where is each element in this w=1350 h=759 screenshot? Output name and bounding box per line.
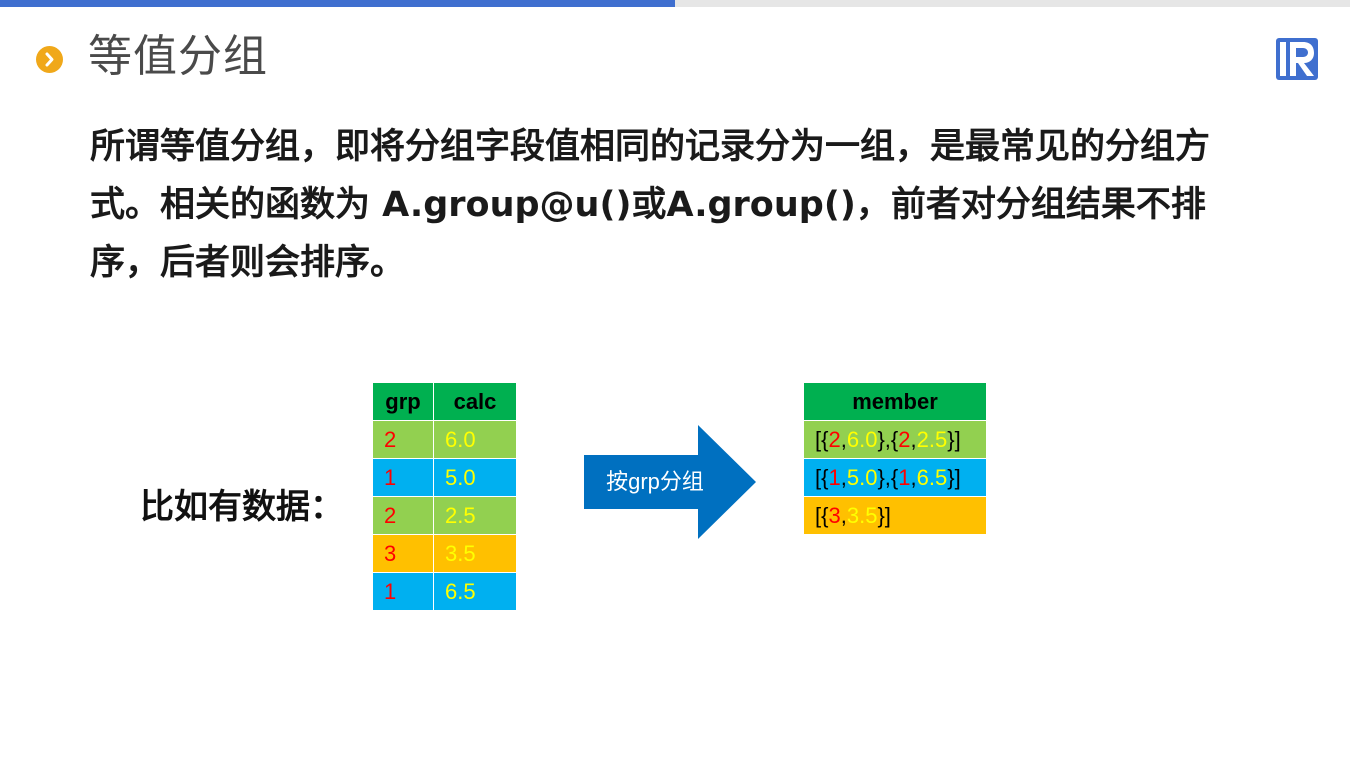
table-row: 1 5.0 [372,458,517,497]
grp-cell: 3 [372,534,434,573]
table-row: 2 6.0 [372,420,517,459]
calc-value: 3.5 [846,502,878,528]
grp-cell: 2 [372,420,434,459]
top-progress-fill [0,0,675,7]
separator-text: , [840,426,847,452]
member-cell: [{1,5.0},{1,6.5}] [803,458,987,497]
column-header-calc: calc [433,382,517,421]
data-label: 比如有数据： [140,487,344,527]
grp-value: 1 [898,464,911,490]
table-row: 1 6.5 [372,572,517,611]
raqsoft-logo-icon [1276,38,1318,80]
chevron-right-icon [36,46,63,73]
result-table: member [{2,6.0},{2,2.5}] [{1,5.0},{1,6.5… [803,382,987,535]
separator-text: , [840,502,847,528]
calc-value: 6.0 [846,426,878,452]
table-row: [{1,5.0},{1,6.5}] [803,458,987,497]
top-progress-bar [0,0,1350,7]
column-header-member: member [803,382,987,421]
calc-cell: 5.0 [433,458,517,497]
table-row: [{2,6.0},{2,2.5}] [803,420,987,459]
calc-value: 6.5 [916,464,948,490]
calc-value: 2.5 [916,426,948,452]
calc-cell: 3.5 [433,534,517,573]
bracket-text: [{ [815,464,829,490]
arrow-label: 按grp分组 [606,469,704,494]
calc-cell: 6.0 [433,420,517,459]
column-header-grp: grp [372,382,434,421]
member-cell: [{2,6.0},{2,2.5}] [803,420,987,459]
member-cell: [{3,3.5}] [803,496,987,535]
calc-cell: 2.5 [433,496,517,535]
grp-value: 2 [898,426,911,452]
grp-value: 2 [828,426,841,452]
separator-text: , [840,464,847,490]
calc-cell: 6.5 [433,572,517,611]
bracket-text: [{ [815,502,829,528]
grp-value: 3 [828,502,841,528]
page-title: 等值分组 [88,31,268,82]
table-row: 3 3.5 [372,534,517,573]
separator-text: , [910,426,917,452]
bracket-text: },{ [877,426,899,452]
table-row: [{3,3.5}] [803,496,987,535]
grp-cell: 1 [372,458,434,497]
description-paragraph: 所谓等值分组，即将分组字段值相同的记录分为一组，是最常见的分组方式。相关的函数为… [90,127,1211,283]
separator-text: , [910,464,917,490]
table-header-row: grp calc [372,382,517,421]
bracket-text: },{ [877,464,899,490]
bracket-text: }] [947,464,961,490]
calc-value: 5.0 [846,464,878,490]
bracket-text: }] [947,426,961,452]
group-by-arrow-icon [584,425,756,539]
table-header-row: member [803,382,987,421]
grp-cell: 2 [372,496,434,535]
bracket-text: [{ [815,426,829,452]
table-row: 2 2.5 [372,496,517,535]
source-data-table: grp calc 2 6.0 1 5.0 2 2.5 3 3.5 1 6.5 [372,382,517,611]
grp-cell: 1 [372,572,434,611]
bracket-text: }] [877,502,891,528]
grp-value: 1 [828,464,841,490]
